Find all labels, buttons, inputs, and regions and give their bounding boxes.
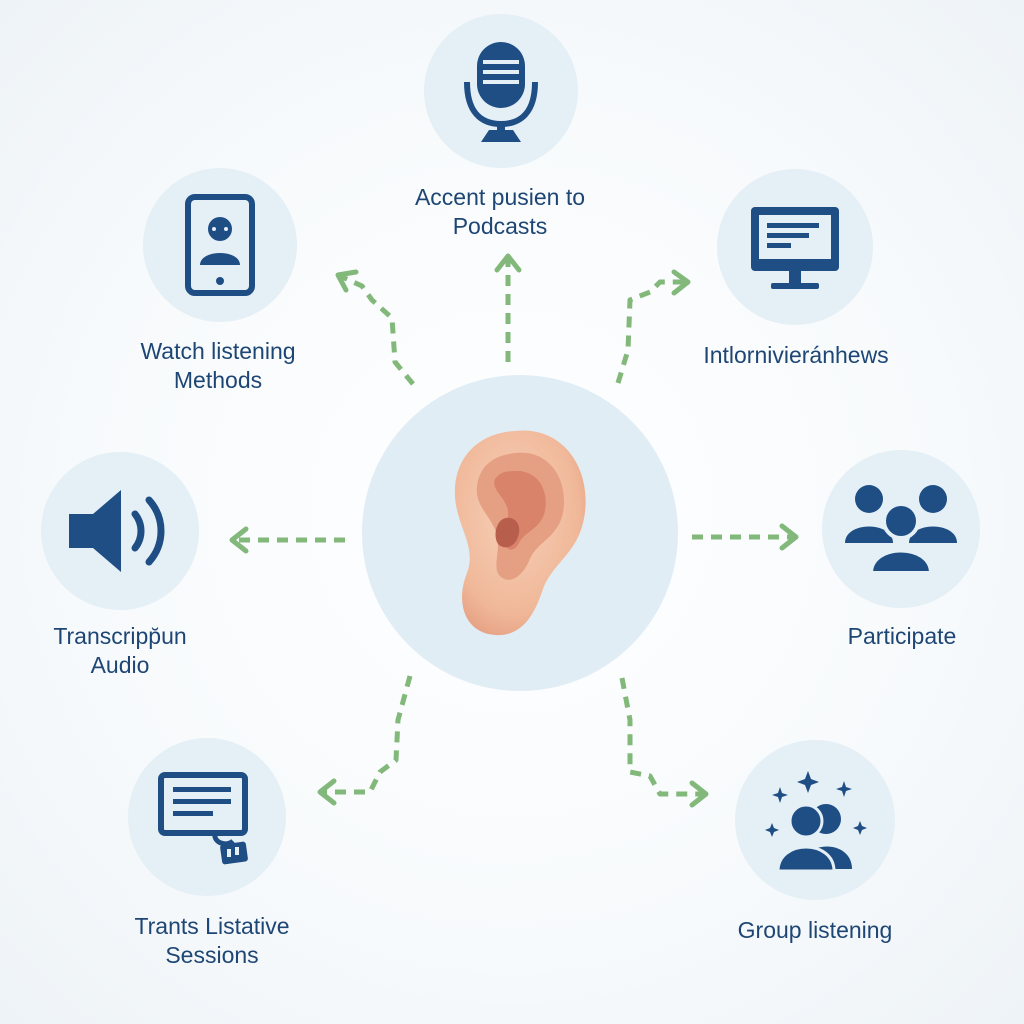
label-participate: Participate xyxy=(802,622,1002,651)
node-transcription[interactable] xyxy=(41,452,199,610)
monitor-icon xyxy=(747,199,843,295)
label-interviews: Intlornivieránhews xyxy=(676,341,916,370)
center-bubble xyxy=(362,375,678,691)
label-sessions: Trants Listative Sessions xyxy=(98,912,326,970)
node-interviews[interactable] xyxy=(717,169,873,325)
group-icon xyxy=(843,481,959,577)
ear-icon xyxy=(445,423,595,643)
label-podcasts: Accent pusien to Podcasts xyxy=(370,183,630,241)
arrow-sessions xyxy=(320,676,410,803)
node-group[interactable] xyxy=(735,740,895,900)
document-icon xyxy=(157,767,257,867)
node-participate[interactable] xyxy=(822,450,980,608)
tablet-user-icon xyxy=(184,193,256,297)
arrow-transcription xyxy=(232,529,345,551)
arrow-podcasts xyxy=(497,256,519,362)
node-podcasts[interactable] xyxy=(424,14,578,168)
label-group: Group listening xyxy=(700,916,930,945)
label-watch: Watch listening Methods xyxy=(98,337,338,395)
microphone-icon xyxy=(461,36,541,146)
label-transcription: Transcripp̆un Audio xyxy=(20,622,220,680)
group-sparkle-icon xyxy=(760,765,870,875)
arrow-participate xyxy=(692,526,796,548)
speaker-icon xyxy=(65,486,175,576)
arrow-group xyxy=(622,678,706,805)
arrow-watch xyxy=(338,272,413,384)
node-sessions[interactable] xyxy=(128,738,286,896)
node-watch[interactable] xyxy=(143,168,297,322)
